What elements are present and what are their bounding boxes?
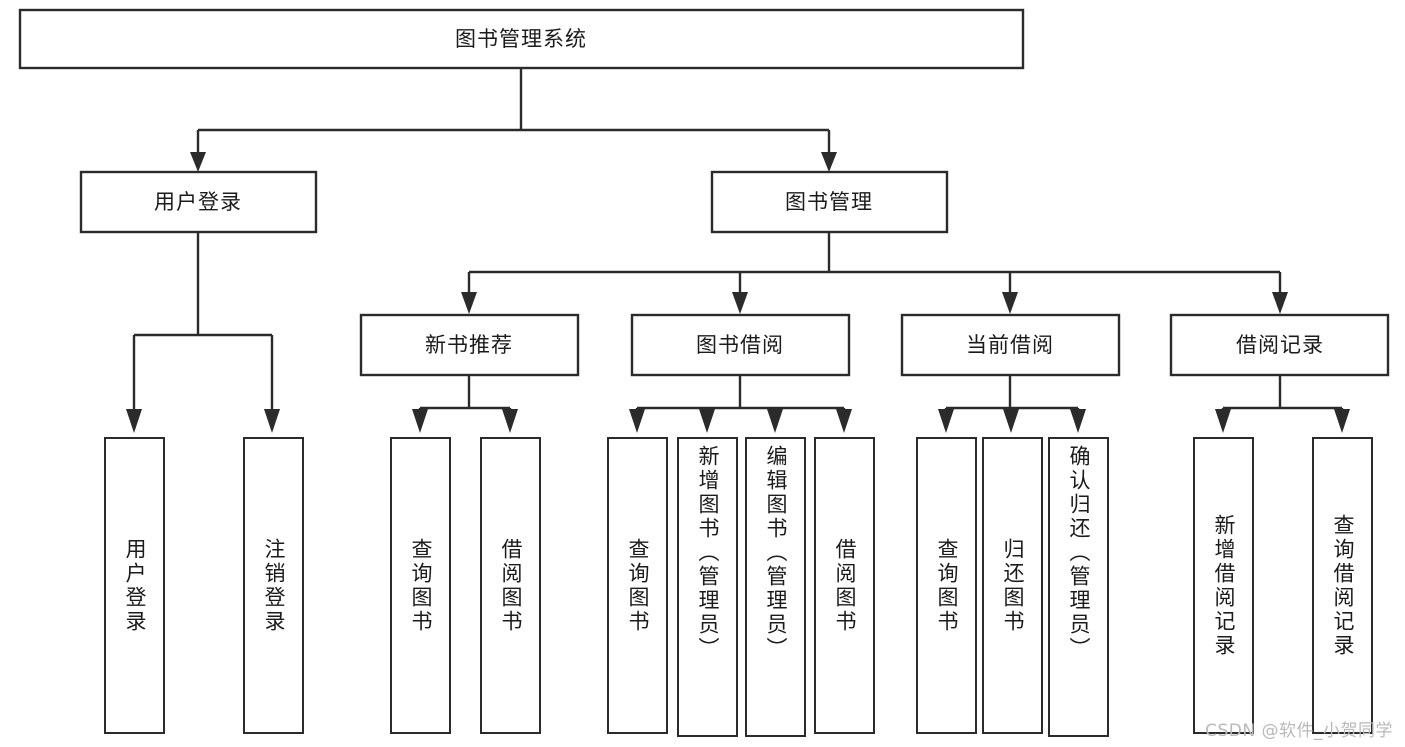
new-book-recommend-label: 新书推荐: [425, 333, 513, 357]
leaf-label-edit-book: 编辑图书（管理员）: [764, 445, 788, 661]
leaf-label-query-book-1: 查询图书: [409, 537, 433, 634]
root-label: 图书管理系统: [455, 27, 587, 51]
node-current-borrow[interactable]: 当前借阅: [900, 313, 1121, 377]
leaf-node-add-record[interactable]: 新增借阅记录: [1193, 437, 1254, 734]
leaf-label-add-record: 新增借阅记录: [1212, 513, 1236, 658]
book-manage-box[interactable]: [710, 170, 949, 234]
leaf-node-query-book-1[interactable]: 查询图书: [390, 437, 451, 734]
book-manage-label: 图书管理: [785, 190, 873, 214]
leaf-node-logout[interactable]: 注销登录: [243, 437, 304, 734]
node-book-manage[interactable]: 图书管理: [710, 170, 949, 234]
leaf-label-borrow-book-1: 借阅图书: [499, 537, 523, 634]
arrowhead-leaf-confirm-return: [1070, 409, 1086, 433]
leaf-node-borrow-book-1[interactable]: 借阅图书: [480, 437, 541, 734]
book-borrow-label: 图书借阅: [696, 333, 784, 357]
leaf-node-query-book-2[interactable]: 查询图书: [607, 437, 668, 734]
arrowhead-user-login: [190, 152, 206, 172]
leaf-label-logout: 注销登录: [262, 537, 286, 634]
leaf-node-confirm-return[interactable]: 确认归还（管理员）: [1048, 437, 1109, 737]
arrowhead-leaf-borrow-book-2: [836, 409, 852, 433]
leaf-label-add-book: 新增图书（管理员）: [696, 445, 720, 661]
leaf-node-edit-book[interactable]: 编辑图书（管理员）: [745, 437, 806, 737]
arrowhead-new-book-recommend: [461, 292, 477, 314]
connector-user-login-to-leaves: [132, 232, 274, 415]
arrowhead-book-manage: [821, 152, 837, 172]
node-borrow-record[interactable]: 借阅记录: [1169, 313, 1390, 377]
node-user-login[interactable]: 用户登录: [79, 170, 318, 234]
leaf-label-query-record: 查询借阅记录: [1331, 513, 1355, 658]
arrowhead-leaf-query-book-2: [629, 409, 645, 433]
arrowhead-borrow-record: [1272, 292, 1288, 314]
new-book-recommend-box[interactable]: [359, 313, 580, 377]
node-root[interactable]: 图书管理系统: [18, 8, 1025, 70]
user-login-label: 用户登录: [154, 190, 242, 214]
leaf-label-user-login: 用户登录: [123, 537, 147, 634]
arrowhead-book-borrow: [732, 292, 748, 314]
arrowhead-leaf-borrow-book-1: [502, 409, 518, 433]
leaf-node-query-book-3[interactable]: 查询图书: [916, 437, 977, 734]
arrowhead-leaf-user-login: [126, 409, 142, 433]
node-new-book-recommend[interactable]: 新书推荐: [359, 313, 580, 377]
arrowhead-leaf-query-book-3: [938, 409, 954, 433]
leaf-node-borrow-book-2[interactable]: 借阅图书: [814, 437, 875, 734]
node-book-borrow[interactable]: 图书借阅: [630, 313, 851, 377]
leaf-label-borrow-book-2: 借阅图书: [833, 537, 857, 634]
current-borrow-box[interactable]: [900, 313, 1121, 377]
connector-new-book-recommend-to-leaves: [418, 375, 512, 415]
connector-book-manage-to-level3: [467, 232, 1282, 294]
arrowhead-leaf-edit-book: [767, 409, 783, 433]
connector-book-borrow-to-leaves: [635, 375, 846, 415]
arrowhead-leaf-logout: [264, 409, 280, 433]
book-borrow-box[interactable]: [630, 313, 851, 377]
arrowhead-leaf-add-record: [1215, 409, 1231, 433]
connector-root-to-level2: [196, 68, 831, 152]
arrowhead-leaf-return-book: [1003, 409, 1019, 433]
leaf-label-query-book-3: 查询图书: [935, 537, 959, 634]
connector-borrow-record-to-leaves: [1221, 375, 1344, 415]
leaf-label-return-book: 归还图书: [1001, 537, 1025, 634]
root-box[interactable]: [18, 8, 1025, 70]
user-login-box[interactable]: [79, 170, 318, 234]
current-borrow-label: 当前借阅: [966, 333, 1054, 357]
arrowhead-leaf-query-record: [1334, 409, 1350, 433]
leaf-node-add-book[interactable]: 新增图书（管理员）: [677, 437, 738, 737]
arrowhead-current-borrow: [1002, 292, 1018, 314]
leaf-node-user-login[interactable]: 用户登录: [104, 437, 165, 734]
leaf-node-return-book[interactable]: 归还图书: [982, 437, 1043, 734]
borrow-record-box[interactable]: [1169, 313, 1390, 377]
borrow-record-label: 借阅记录: [1236, 333, 1324, 357]
leaf-label-confirm-return: 确认归还（管理员）: [1067, 445, 1091, 661]
connector-layer: [126, 68, 1350, 433]
leaf-label-query-book-2: 查询图书: [626, 537, 650, 634]
leaf-node-query-record[interactable]: 查询借阅记录: [1312, 437, 1373, 734]
arrowhead-leaf-query-book-1: [412, 409, 428, 433]
arrowhead-leaf-add-book: [699, 409, 715, 433]
